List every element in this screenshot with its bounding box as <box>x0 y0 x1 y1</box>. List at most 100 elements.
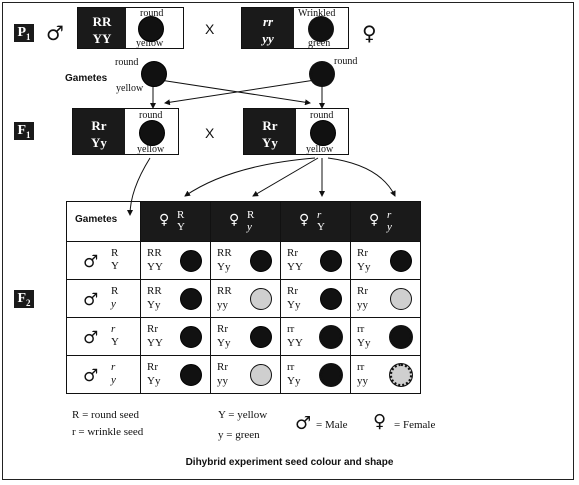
allele-label: Y <box>111 260 119 272</box>
seed-wrinkled-green <box>390 364 412 386</box>
allele-label: Y <box>111 336 119 348</box>
genotype-line: RR <box>217 247 232 259</box>
genotype-line: Yy <box>217 261 231 273</box>
genotype-line: Yy <box>287 299 301 311</box>
arrow-f1-col1 <box>184 157 316 197</box>
allele-label: y <box>111 298 116 310</box>
genotype-line: yy <box>357 299 368 311</box>
gamete-left-shape-label: round <box>115 57 139 68</box>
genotype-line: YY <box>147 261 163 273</box>
f1-left-colour-label: yellow <box>137 144 165 155</box>
punnett-corner-label: Gametes <box>75 214 118 225</box>
cross-symbol: X <box>205 21 215 37</box>
cell-genotype: Rr yy <box>357 284 368 312</box>
seed-round-yellow <box>320 250 342 272</box>
seed-wrinkled-yellow <box>390 326 412 348</box>
legend-female: = Female <box>394 419 436 431</box>
seed-round-yellow <box>180 288 202 310</box>
allele-label: r <box>111 323 116 335</box>
allele-label: R <box>111 247 119 259</box>
legend-Y: Y = yellow <box>218 409 268 421</box>
cell-genotype: RR YY <box>147 246 163 274</box>
allele-label: r <box>387 209 392 221</box>
genotype-line: Yy <box>287 375 301 387</box>
male-symbol: ♂ <box>83 366 99 386</box>
generation-label-f1: F1 <box>14 122 34 140</box>
legend-r: r = wrinkle seed <box>72 426 144 438</box>
genotype-line: Rr <box>217 323 228 335</box>
seed-round-yellow <box>310 120 336 146</box>
genotype-line: Rr <box>357 285 368 297</box>
female-symbol: ♀ <box>369 212 380 228</box>
diagram-caption: Dihybrid experiment seed colour and shap… <box>185 457 394 468</box>
f1-left-shape-label: round <box>139 110 163 121</box>
seed-round-yellow <box>180 250 202 272</box>
genotype-line: Yy <box>147 375 161 387</box>
seed-round-yellow <box>250 326 272 348</box>
genotype-line: yy <box>217 299 228 311</box>
genotype-line: rr <box>357 323 365 335</box>
cell-genotype: RR Yy <box>217 246 232 274</box>
seed-round-green <box>250 288 272 310</box>
genotype-line: Rr <box>147 361 158 373</box>
f1-right-colour-label: yellow <box>306 144 334 155</box>
male-symbol: ♂ <box>295 413 312 434</box>
allele-label: R <box>111 285 119 297</box>
allele-label: y <box>247 221 252 233</box>
female-symbol: ♀ <box>362 21 377 45</box>
allele-label: y <box>111 374 116 386</box>
seed-round-yellow <box>320 288 342 310</box>
column-header-RY: ♀ R Y <box>140 201 211 242</box>
gametes-label: Gametes <box>65 73 108 84</box>
punnett-corner: Gametes <box>66 201 141 242</box>
p1-right-colour-label: green <box>308 38 331 49</box>
genotype-line: rr <box>357 361 365 373</box>
gamete-round-yellow <box>141 61 167 87</box>
genotype-line: Rr <box>217 361 228 373</box>
cross-symbol-f1: X <box>205 125 215 141</box>
male-symbol: ♂ <box>83 328 99 348</box>
arrow-f1-col2 <box>252 157 319 197</box>
female-symbol: ♀ <box>299 212 310 228</box>
genotype-line: YY <box>147 337 163 349</box>
seed-wrinkled-yellow <box>320 326 342 348</box>
legend-y: y = green <box>218 429 260 441</box>
diagram-frame <box>2 2 574 480</box>
f1-right-shape-label: round <box>310 110 334 121</box>
p1-left-shape-label: round <box>140 8 164 19</box>
genotype-line: Rr <box>287 247 298 259</box>
genotype-line: Rr <box>287 285 298 297</box>
punnett-cell: RR Yy <box>210 241 281 280</box>
female-symbol: ♀ <box>229 212 240 228</box>
genotype-line: RR <box>147 247 162 259</box>
allele-label: r <box>111 361 116 373</box>
genotype-line: rr <box>287 323 295 335</box>
